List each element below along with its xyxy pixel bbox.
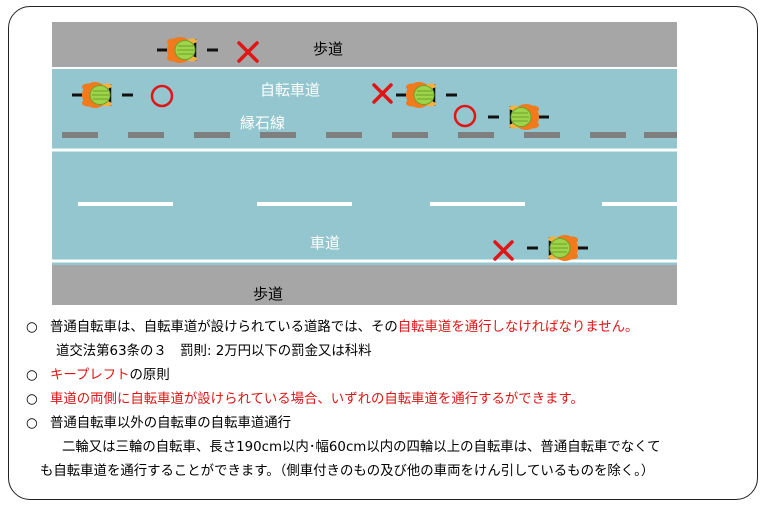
label-sidewalk-bottom: 歩道 bbox=[253, 285, 283, 303]
road-diagram: 歩道 自転車道 縁石線 車道 歩道 bbox=[52, 22, 677, 305]
label-roadway: 車道 bbox=[310, 234, 340, 252]
note-text: 普通自転車以外の自転車の自転車道通行 bbox=[50, 416, 292, 431]
note-emphasis: キープレフト bbox=[50, 368, 130, 383]
note-text: 普通自転車は、自転車道が設けられている道路では、その bbox=[50, 320, 398, 335]
label-sidewalk-top: 歩道 bbox=[313, 40, 343, 58]
note-item-2: ○ キープレフトの原則 bbox=[26, 364, 756, 388]
bullet-circle-icon: ○ bbox=[26, 416, 38, 431]
bullet-circle-icon: ○ bbox=[26, 368, 38, 383]
ng-mark-icon bbox=[493, 240, 514, 261]
bullet-circle-icon: ○ bbox=[26, 392, 38, 407]
note-sub: 二輪又は三輪の自転車、長さ190cm以内･幅60cm以内の四輪以上の自転車は、普… bbox=[62, 440, 661, 455]
label-curb-line: 縁石線 bbox=[240, 114, 285, 132]
ng-mark-icon bbox=[237, 41, 259, 63]
note-sub: も自転車道を通行することができます。（側車付きのもの及び他の車両をけん引している… bbox=[40, 464, 655, 479]
note-text: の原則 bbox=[129, 368, 170, 383]
note-emphasis: 自転車道を通行しなければなりません。 bbox=[397, 320, 639, 335]
note-emphasis: 車道の両側に自転車道が設けられている場合、いずれの自転車道を通行するができます。 bbox=[50, 392, 584, 407]
note-item-4: ○ 普通自転車以外の自転車の自転車道通行 bbox=[26, 412, 756, 436]
curb-blocks bbox=[62, 132, 677, 138]
notes: ○ 普通自転車は、自転車道が設けられている道路では、その自転車道を通行しなければな… bbox=[26, 316, 756, 484]
center-dashes bbox=[78, 202, 677, 206]
note-item-1: ○ 普通自転車は、自転車道が設けられている道路では、その自転車道を通行しなければな… bbox=[26, 316, 756, 340]
note-item-3: ○ 車道の両側に自転車道が設けられている場合、いずれの自転車道を通行するができます… bbox=[26, 388, 756, 412]
sidewalk-top bbox=[52, 22, 677, 68]
sidewalk-bottom bbox=[52, 265, 677, 305]
note-sub: 道交法第63条の３ 罰則: 2万円以下の罰金又は科料 bbox=[56, 344, 372, 359]
bullet-circle-icon: ○ bbox=[26, 320, 38, 335]
label-bike-lane: 自転車道 bbox=[260, 81, 320, 99]
ng-mark-icon bbox=[372, 83, 393, 104]
ok-mark-icon bbox=[453, 104, 477, 128]
ok-mark-icon bbox=[150, 84, 174, 108]
